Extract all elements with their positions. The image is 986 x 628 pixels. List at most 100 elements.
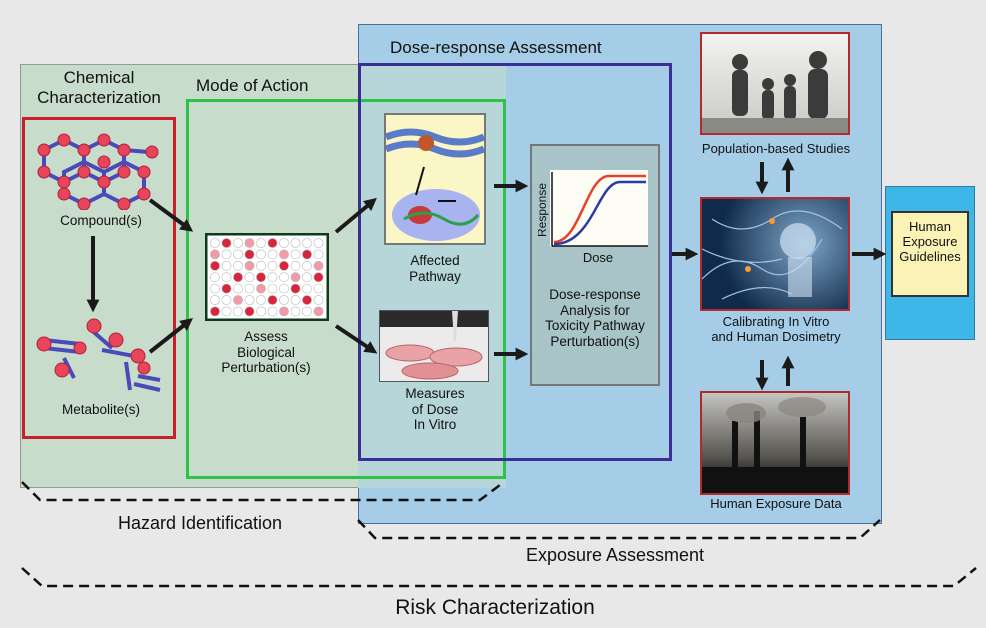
plate-well [256, 249, 266, 260]
plate-well [244, 238, 255, 248]
plate-well [302, 238, 312, 248]
plate-well [290, 306, 301, 317]
plate-well [256, 260, 266, 271]
plate-well [210, 249, 220, 260]
assess-biological-label: Assess Biological Perturbation(s) [221, 329, 311, 376]
compounds-label: Compound(s) [60, 213, 142, 228]
compound-molecule-icon [37, 133, 159, 210]
metabolites-label: Metabolite(s) [61, 402, 141, 417]
plate-well [290, 295, 301, 305]
hazard-identification-label: Hazard Identification [117, 513, 283, 533]
plate-well [233, 295, 243, 305]
plate-well [313, 272, 324, 283]
plate-well [210, 238, 220, 248]
metabolite-to-assay-arrow [148, 318, 194, 354]
measures-of-dose-label: Measures of Dose In Vitro [405, 386, 465, 433]
plate-well [313, 295, 324, 305]
plate-well [313, 306, 324, 317]
plate-well [313, 249, 324, 260]
exposure-assessment-bracket [357, 519, 881, 540]
plate-well [244, 260, 255, 271]
plate-well [221, 238, 232, 248]
plate-well [233, 283, 243, 294]
plate-well [256, 238, 266, 248]
plate-well [233, 306, 243, 317]
dose-response-analysis-label: Dose-response Analysis for Toxicity Path… [545, 287, 645, 349]
assay-to-dose-arrow [334, 324, 378, 354]
chemical-characterization-title: Chemical Characterization [37, 68, 161, 107]
plate-well [210, 283, 220, 294]
plate-well [221, 306, 232, 317]
plate-well [279, 283, 289, 294]
plate-well [221, 283, 232, 294]
curve-x-label: Dose [583, 250, 613, 265]
plate-well [221, 272, 232, 283]
mode-of-action-title: Mode of Action [196, 76, 309, 95]
plate-well [279, 260, 289, 271]
calibrating-label: Calibrating In Vitro and Human Dosimetry [711, 314, 841, 344]
hazard-identification-bracket [21, 481, 505, 502]
chemical-characterization-frame [22, 117, 176, 439]
plate-well [302, 260, 312, 271]
plate-well [210, 260, 220, 271]
risk-characterization-bracket [21, 567, 977, 588]
plate-well [279, 306, 289, 317]
plate-well [221, 249, 232, 260]
human-exposure-guidelines-box [891, 211, 969, 297]
plate-well [256, 272, 266, 283]
plate-well [302, 272, 312, 283]
curve-series-blue [553, 180, 646, 246]
metabolite-molecule-icon [36, 318, 161, 392]
population-studies-photo [700, 32, 850, 135]
plate-well [267, 260, 278, 271]
plate-well [210, 295, 220, 305]
plate-well [256, 306, 266, 317]
plate-well [256, 295, 266, 305]
plate-well [302, 295, 312, 305]
plate-well [233, 249, 243, 260]
measures-of-dose-image [379, 310, 489, 382]
human-exposure-photo [700, 391, 850, 495]
plate-well [233, 272, 243, 283]
dose-response-curve-chart: Response Dose [538, 170, 648, 265]
plate-well [244, 283, 255, 294]
plate-well [210, 272, 220, 283]
plate-well [279, 295, 289, 305]
plate-well [302, 249, 312, 260]
curve-y-label: Response [538, 183, 549, 237]
plate-well [290, 260, 301, 271]
plate-well [290, 238, 301, 248]
assay-to-pathway-arrow [334, 197, 377, 234]
compound-to-assay-arrow [148, 198, 194, 232]
plate-well [302, 306, 312, 317]
affected-pathway-image [384, 113, 486, 245]
affected-pathway-label: Affected Pathway [409, 253, 461, 284]
plate-well [244, 249, 255, 260]
dose-response-assessment-title: Dose-response Assessment [390, 38, 602, 57]
plate-well [244, 295, 255, 305]
plate-well [279, 238, 289, 248]
mode-of-action-frame [186, 99, 506, 479]
plate-well [302, 283, 312, 294]
plate-well [221, 260, 232, 271]
plate-well [267, 272, 278, 283]
dose-response-frame [358, 63, 672, 461]
plate-well [267, 306, 278, 317]
plate-well [290, 249, 301, 260]
plate-well [210, 306, 220, 317]
plate-well [290, 283, 301, 294]
human-exposure-guidelines-label: Human Exposure Guidelines [899, 219, 961, 264]
plate-well [233, 238, 243, 248]
risk-characterization-label: Risk Characterization [395, 596, 595, 619]
plate-well [267, 295, 278, 305]
assay-plate-icon [205, 233, 329, 321]
plate-well [256, 283, 266, 294]
population-studies-label: Population-based Studies [701, 141, 851, 156]
plate-well [279, 249, 289, 260]
plate-well [233, 260, 243, 271]
plate-well [267, 238, 278, 248]
plate-well [313, 238, 324, 248]
calibrating-photo [700, 197, 850, 311]
plate-well [267, 283, 278, 294]
